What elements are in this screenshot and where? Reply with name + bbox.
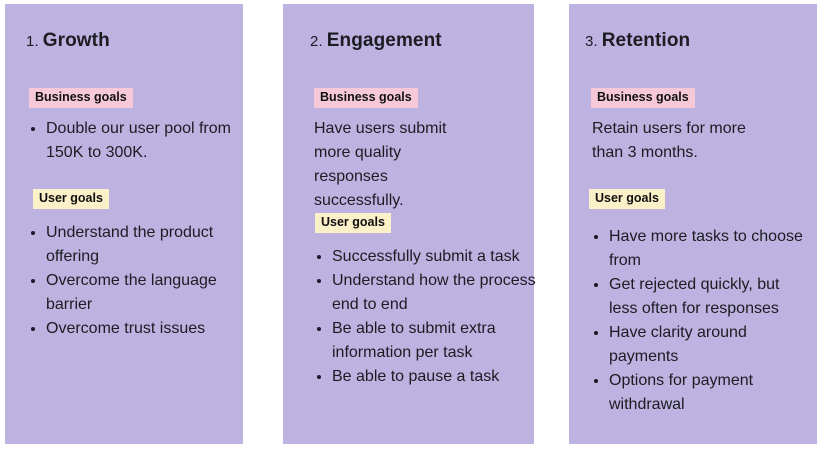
business-goals-list: Double our user pool from 150K to 300K.: [28, 117, 246, 165]
business-goals-tag: Business goals: [29, 88, 133, 108]
list-item: Understand how the process end to end: [332, 269, 542, 317]
list-item: Be able to pause a task: [332, 365, 542, 389]
user-goals-tag: User goals: [315, 213, 391, 233]
card-number: 3.: [585, 33, 598, 50]
list-item: Overcome the language barrier: [46, 269, 246, 317]
card-number: 1.: [26, 33, 39, 50]
list-item: Have more tasks to choose from: [609, 225, 805, 273]
user-goals-tag: User goals: [589, 189, 665, 209]
business-goals-tag: Business goals: [314, 88, 418, 108]
card-number: 2.: [310, 33, 323, 50]
list-item: Be able to submit extra information per …: [332, 317, 542, 365]
card-title-text: Engagement: [326, 30, 442, 51]
list-item: Overcome trust issues: [46, 317, 246, 341]
list-item: Understand the product offering: [46, 221, 246, 269]
card-title-text: Growth: [42, 30, 110, 51]
list-item: Have clarity around payments: [609, 321, 805, 369]
user-goals-list: Have more tasks to choose from Get rejec…: [591, 225, 805, 417]
list-item: Options for payment withdrawal: [609, 369, 805, 417]
card-retention: 3.Retention Business goals Retain users …: [569, 4, 817, 444]
card-title-text: Retention: [601, 30, 691, 51]
card-growth: 1.Growth Business goals Double our user …: [5, 4, 243, 444]
user-goals-list: Successfully submit a task Understand ho…: [314, 245, 542, 389]
card-title: 1.Growth: [26, 30, 110, 52]
list-item: Double our user pool from 150K to 300K.: [46, 117, 246, 165]
card-engagement: 2.Engagement Business goals Have users s…: [283, 4, 536, 444]
card-title: 2.Engagement: [310, 30, 442, 52]
user-goals-tag: User goals: [33, 189, 109, 209]
user-goals-list: Understand the product offering Overcome…: [28, 221, 246, 341]
list-item: Get rejected quickly, but less often for…: [609, 273, 805, 321]
business-goals-tag: Business goals: [591, 88, 695, 108]
list-item: Successfully submit a task: [332, 245, 542, 269]
business-goals-text: Retain users for more than 3 months.: [592, 120, 746, 161]
business-goals-text: Have users submit more quality responses…: [314, 120, 447, 209]
card-title: 3.Retention: [585, 30, 690, 52]
